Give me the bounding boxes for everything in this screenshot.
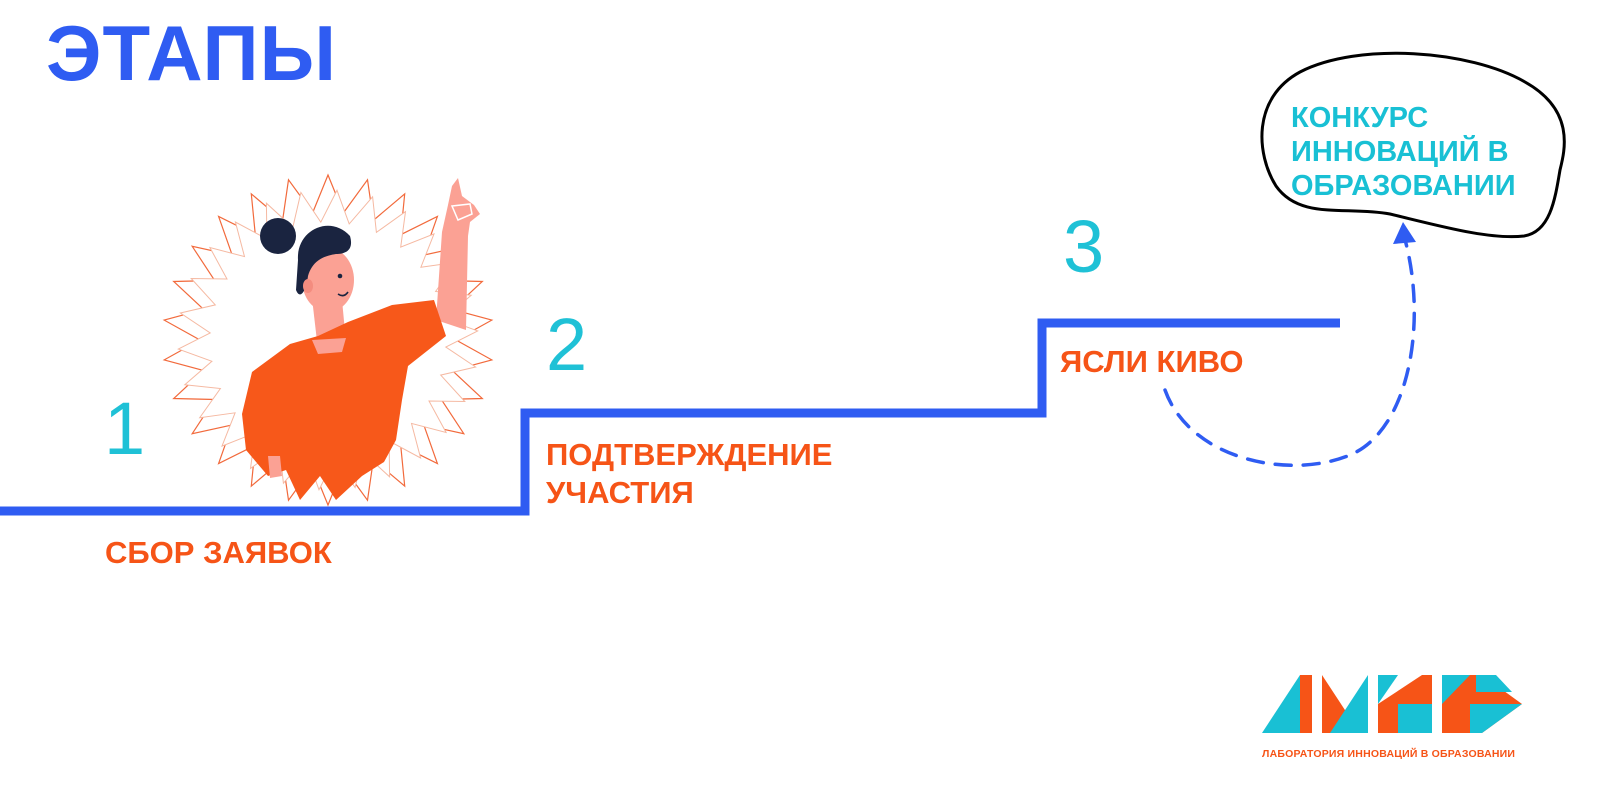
step-2-number: 2: [546, 303, 588, 386]
step-3-number: 3: [1063, 205, 1105, 288]
step-2-label-line-2: УЧАСТИЯ: [546, 474, 694, 510]
step-3-label: ЯСЛИ КИВО: [1060, 343, 1243, 381]
page-title: ЭТАПЫ: [46, 9, 337, 97]
dashed-arrow-icon: [1163, 222, 1417, 467]
goal-text-line-3: ОБРАЗОВАНИИ: [1291, 169, 1516, 202]
logo-mark: [1262, 675, 1522, 733]
step-1-label: СБОР ЗАЯВОК: [105, 534, 332, 572]
step-2-label: ПОДТВЕРЖДЕНИЕ УЧАСТИЯ: [546, 436, 832, 512]
woman-pointing-up-illustration: [242, 178, 480, 500]
goal-text: КОНКУРС ИННОВАЦИЙ В ОБРАЗОВАНИИ: [1291, 102, 1541, 204]
step-1-label-line: СБОР ЗАЯВОК: [105, 535, 332, 570]
cloud-bubble-icon: [1260, 51, 1566, 239]
step-1-number: 1: [104, 387, 146, 470]
staircase-line: [0, 318, 1340, 516]
step-2-label-line-1: ПОДТВЕРЖДЕНИЕ: [546, 437, 833, 472]
goal-text-line-2: ИННОВАЦИЙ В: [1291, 135, 1509, 168]
logo-caption: ЛАБОРАТОРИЯ ИННОВАЦИЙ В ОБРАЗОВАНИИ: [1262, 748, 1516, 760]
goal-text-line-1: КОНКУРС: [1291, 102, 1429, 134]
step-3-label-line: ЯСЛИ КИВО: [1060, 344, 1244, 379]
